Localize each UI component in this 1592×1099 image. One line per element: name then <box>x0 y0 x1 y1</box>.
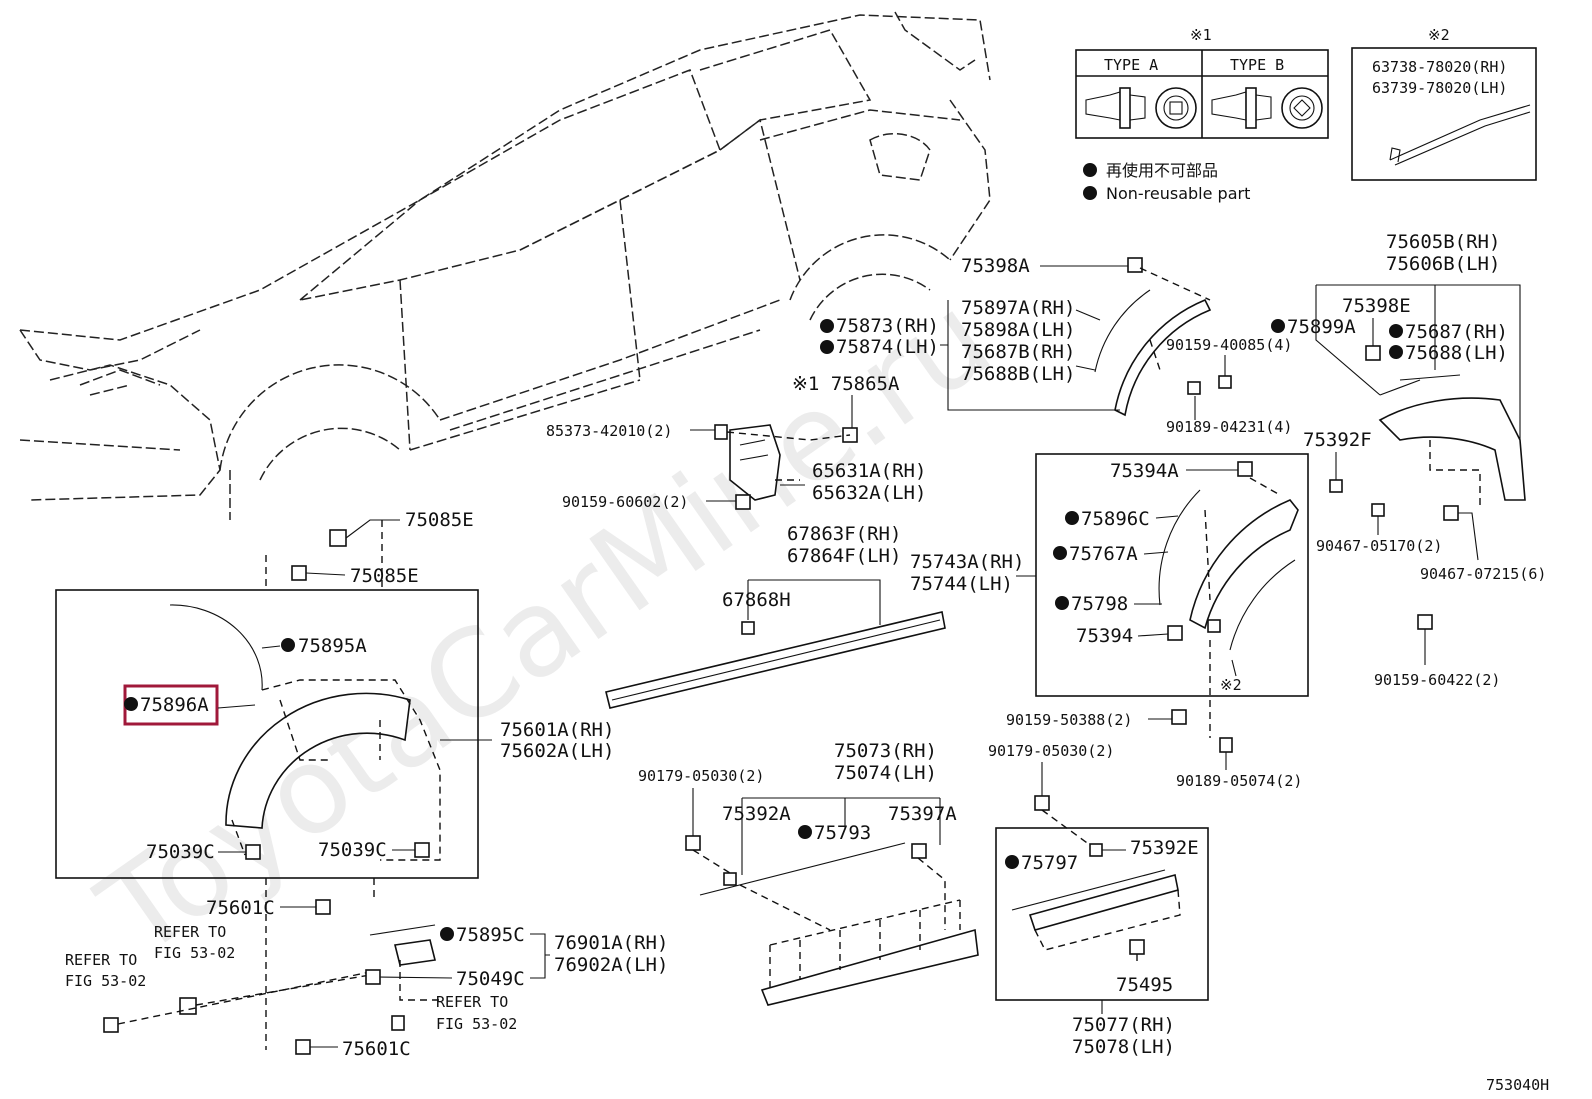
type-b-label: TYPE B <box>1230 56 1284 74</box>
label-75397A[interactable]: 75397A <box>888 803 957 825</box>
non-reusable-jp: 再使用不可部品 <box>1106 161 1218 180</box>
clip-type-a-icon <box>1085 87 1197 129</box>
label-67863F[interactable]: 67863F(RH) <box>787 523 901 545</box>
label-75601C-lower[interactable]: 75601C <box>342 1038 411 1060</box>
label-75688[interactable]: 75688(LH) <box>1405 342 1508 364</box>
label-75899A[interactable]: 75899A <box>1287 316 1356 338</box>
label-75601C-upper[interactable]: 75601C <box>206 897 275 919</box>
label-75085E-upper[interactable]: 75085E <box>405 509 474 531</box>
label-75874[interactable]: 75874(LH) <box>836 336 939 358</box>
label-75896C[interactable]: 75896C <box>1081 508 1150 530</box>
fastener-type-legend: ※1 TYPE A TYPE B <box>1075 26 1329 139</box>
label-75687B[interactable]: 75687B(RH) <box>961 341 1075 363</box>
label-90159-60602[interactable]: 90159-60602(2) <box>562 493 688 511</box>
label-75074[interactable]: 75074(LH) <box>834 762 937 784</box>
label-75039C-left[interactable]: 75039C <box>146 841 215 863</box>
tape-legend: ※2 63738-78020(RH) 63739-78020(LH) <box>1351 26 1537 181</box>
label-75897A[interactable]: 75897A(RH) <box>961 297 1075 319</box>
non-reusable-legend: 再使用不可部品 Non-reusable part <box>1083 161 1250 203</box>
label-76902A[interactable]: 76902A(LH) <box>554 954 668 976</box>
rocker-moulding <box>605 611 946 709</box>
label-75495[interactable]: 75495 <box>1116 974 1173 996</box>
legend-mark-1: ※1 <box>1190 26 1212 44</box>
label-90159-40085[interactable]: 90159-40085(4) <box>1166 336 1292 354</box>
label-75394[interactable]: 75394 <box>1076 625 1133 647</box>
label-75793[interactable]: 75793 <box>814 822 871 844</box>
center-bracket-group <box>714 424 858 510</box>
label-90179-05030-b[interactable]: 90179-05030(2) <box>988 742 1114 760</box>
label-67864F[interactable]: 67864F(LH) <box>787 545 901 567</box>
label-75688B[interactable]: 75688B(LH) <box>961 363 1075 385</box>
legend-mark-2: ※2 <box>1428 26 1450 44</box>
label-90159-50388[interactable]: 90159-50388(2) <box>1006 711 1132 729</box>
label-75602A[interactable]: 75602A(LH) <box>500 740 614 762</box>
label-75085E-lower[interactable]: 75085E <box>350 565 419 587</box>
label-75743A[interactable]: 75743A(RH) <box>910 551 1024 573</box>
label-75601A[interactable]: 75601A(RH) <box>500 719 614 741</box>
label-75898A[interactable]: 75898A(LH) <box>961 319 1075 341</box>
tape-icon <box>1389 104 1531 166</box>
rear-liner-group <box>1329 345 1526 630</box>
label-85373-42010[interactable]: 85373-42010(2) <box>546 422 672 440</box>
label-75896A[interactable]: 75896A <box>140 694 209 716</box>
refer-to-3[interactable]: REFER TO <box>436 993 508 1011</box>
label-75767A[interactable]: 75767A <box>1069 543 1138 565</box>
label-90159-60422[interactable]: 90159-60422(2) <box>1374 671 1500 689</box>
label-75078[interactable]: 75078(LH) <box>1072 1036 1175 1058</box>
rear-upper-group <box>1094 257 1232 417</box>
rear-arch-group <box>1035 453 1309 697</box>
refer-to-2[interactable]: REFER TO <box>65 951 137 969</box>
label-90189-05074[interactable]: 90189-05074(2) <box>1176 772 1302 790</box>
label-75398A[interactable]: 75398A <box>961 255 1030 277</box>
vehicle-outline <box>19 11 991 520</box>
front-sill-group <box>685 835 979 1006</box>
non-reusable-en: Non-reusable part <box>1106 184 1250 203</box>
label-76901A[interactable]: 76901A(RH) <box>554 932 668 954</box>
label-75744[interactable]: 75744(LH) <box>910 573 1013 595</box>
label-75687[interactable]: 75687(RH) <box>1405 321 1508 343</box>
label-75392F[interactable]: 75392F <box>1303 429 1372 451</box>
label-90467-05170[interactable]: 90467-05170(2) <box>1316 537 1442 555</box>
label-75605B[interactable]: 75605B(RH) <box>1386 231 1500 253</box>
refer-to-3-fig[interactable]: FIG 53-02 <box>436 1015 517 1033</box>
label-75873[interactable]: 75873(RH) <box>836 315 939 337</box>
label-75049C[interactable]: 75049C <box>456 968 525 990</box>
label-90179-05030-a[interactable]: 90179-05030(2) <box>638 767 764 785</box>
label-67868H[interactable]: 67868H <box>722 589 791 611</box>
label-75797[interactable]: 75797 <box>1021 852 1078 874</box>
label-75392E[interactable]: 75392E <box>1130 837 1199 859</box>
label-75398E[interactable]: 75398E <box>1342 295 1411 317</box>
label-75392A[interactable]: 75392A <box>722 803 791 825</box>
type-a-label: TYPE A <box>1104 56 1158 74</box>
label-75077[interactable]: 75077(RH) <box>1072 1014 1175 1036</box>
label-75798[interactable]: 75798 <box>1071 593 1128 615</box>
label-90467-07215[interactable]: 90467-07215(6) <box>1420 565 1546 583</box>
label-75073[interactable]: 75073(RH) <box>834 740 937 762</box>
label-90189-04231[interactable]: 90189-04231(4) <box>1166 418 1292 436</box>
tape-part-rh: 63738-78020(RH) <box>1372 58 1507 76</box>
label-75039C-right[interactable]: 75039C <box>318 839 387 861</box>
label-65631A[interactable]: 65631A(RH) <box>812 460 926 482</box>
label-65632A[interactable]: 65632A(LH) <box>812 482 926 504</box>
tape-part-lh: 63739-78020(LH) <box>1372 79 1507 97</box>
diagram-id: 753040H <box>1486 1076 1549 1094</box>
label-75865A[interactable]: ※1 75865A <box>792 373 900 395</box>
label-75394A[interactable]: 75394A <box>1110 460 1179 482</box>
refer-to-2-fig[interactable]: FIG 53-02 <box>65 972 146 990</box>
label-75606B[interactable]: 75606B(LH) <box>1386 253 1500 275</box>
label-mark-2-arch: ※2 <box>1220 676 1242 694</box>
label-75895C[interactable]: 75895C <box>456 924 525 946</box>
rear-sill-group <box>995 795 1209 1001</box>
clip-type-b-icon <box>1211 87 1323 129</box>
label-75895A[interactable]: 75895A <box>298 635 367 657</box>
refer-to-1-fig[interactable]: FIG 53-02 <box>154 944 235 962</box>
refer-to-1[interactable]: REFER TO <box>154 923 226 941</box>
